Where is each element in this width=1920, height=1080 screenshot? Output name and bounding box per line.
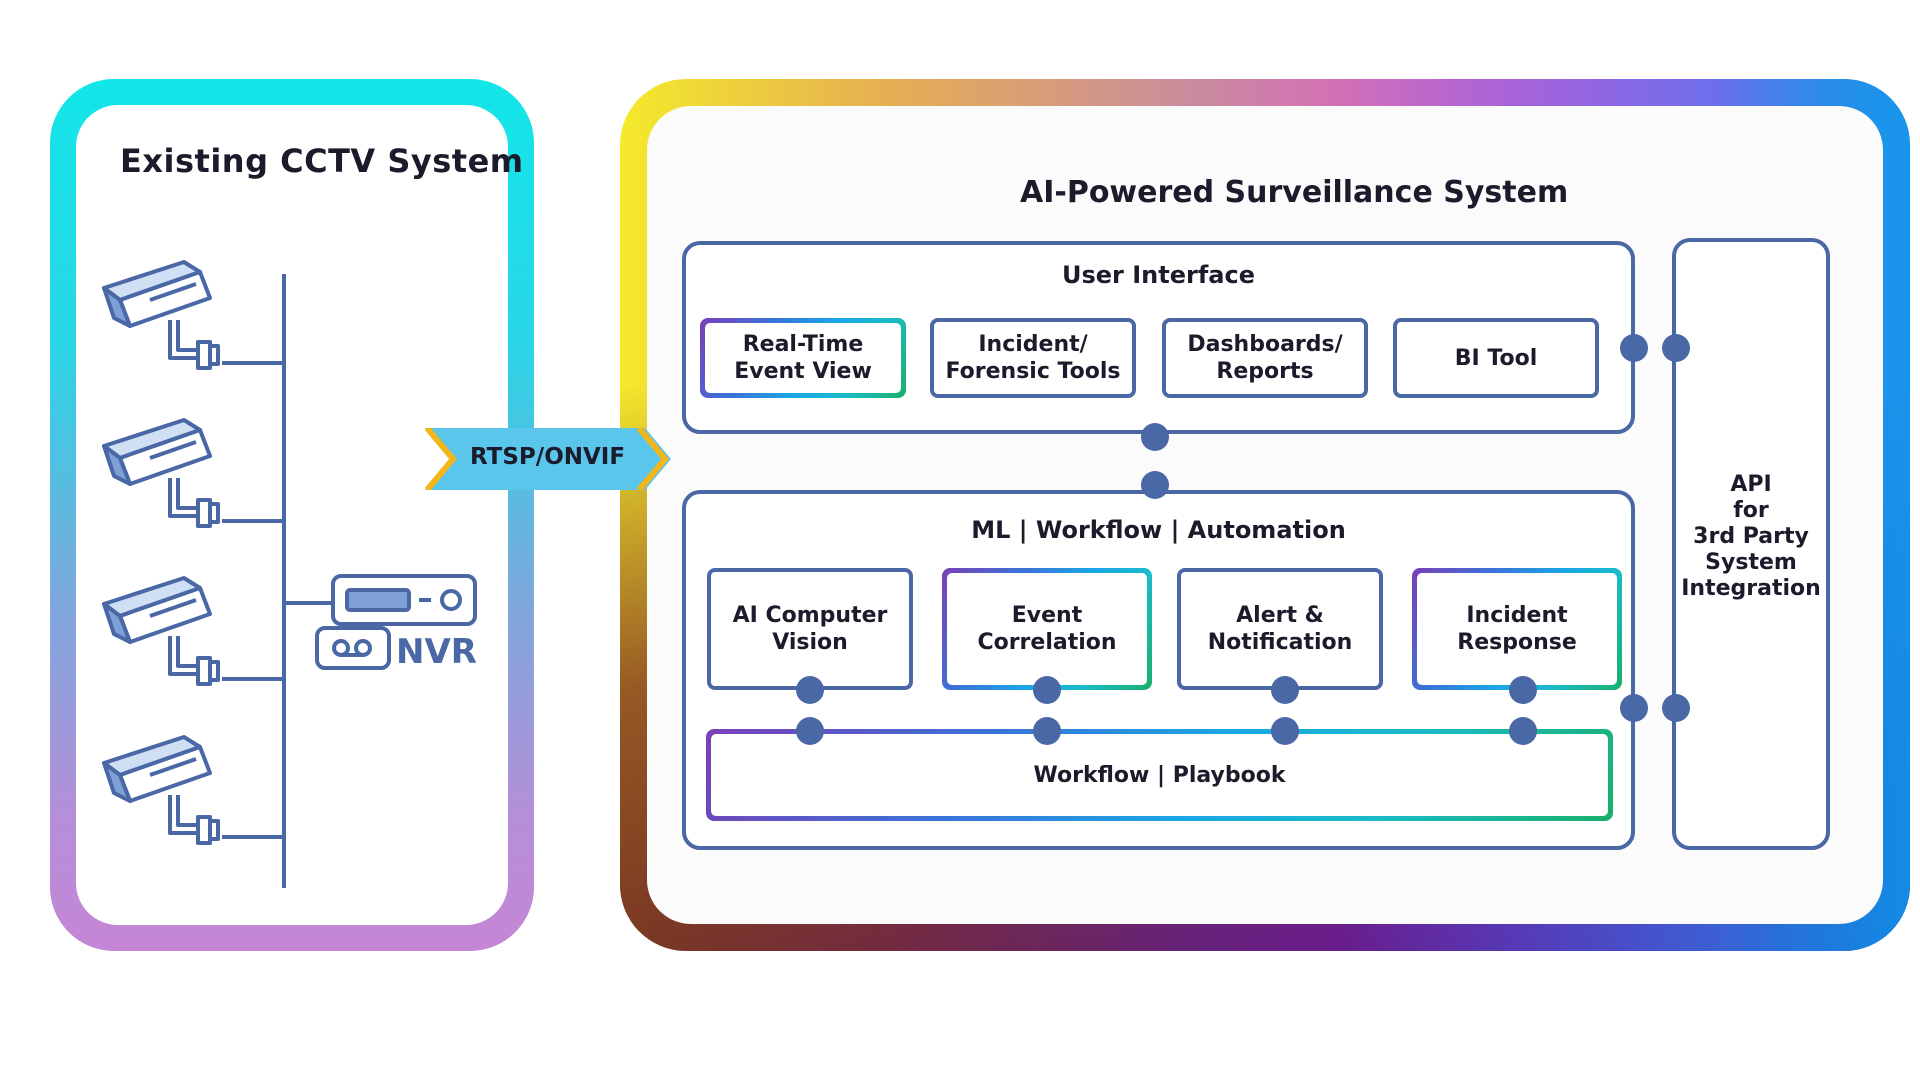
connector-dot-icon: [796, 676, 824, 704]
alert-notification-box: Alert & Notification: [1177, 568, 1383, 690]
workflow-playbook-box: Workflow | Playbook: [706, 729, 1613, 821]
camera-branch-line: [222, 835, 284, 839]
incident-response-box: Incident Response: [1412, 568, 1622, 690]
camera-branch-line: [222, 519, 284, 523]
connector-dot-icon: [1662, 334, 1690, 362]
camera-bus-line: [282, 274, 286, 888]
ml-workflow-automation-label: ML | Workflow | Automation: [971, 516, 1346, 544]
connector-dot-icon: [1141, 471, 1169, 499]
dashboards-reports-box: Dashboards/ Reports: [1162, 318, 1368, 398]
nvr-recorder-icon: [315, 574, 477, 670]
connector-dot-icon: [1662, 694, 1690, 722]
cctv-camera-icon: [102, 260, 220, 370]
connector-dot-icon: [1620, 334, 1648, 362]
camera-branch-line: [222, 361, 284, 365]
user-interface-label: User Interface: [1062, 261, 1255, 289]
real-time-event-view-box: Real-Time Event View: [700, 318, 906, 398]
connector-dot-icon: [1271, 717, 1299, 745]
nvr-branch-line: [284, 601, 332, 605]
bi-tool-box: BI Tool: [1393, 318, 1599, 398]
rtsp-onvif-label: RTSP/ONVIF: [470, 444, 626, 470]
ai-system-title: AI-Powered Surveillance System: [1020, 175, 1569, 210]
incident-forensic-tools-box: Incident/ Forensic Tools: [930, 318, 1136, 398]
connector-dot-icon: [1271, 676, 1299, 704]
camera-branch-line: [222, 677, 284, 681]
api-integration-label: API for 3rd Party System Integration: [1681, 472, 1821, 601]
api-integration-panel: API for 3rd Party System Integration: [1672, 238, 1830, 850]
rtsp-onvif-arrow: [425, 428, 671, 490]
cctv-camera-icon: [102, 418, 220, 528]
cctv-camera-icon: [102, 576, 220, 686]
nvr-label: NVR: [396, 632, 477, 672]
cctv-system-frame: [50, 79, 534, 951]
connector-dot-icon: [1033, 676, 1061, 704]
cctv-camera-icon: [102, 735, 220, 845]
connector-dot-icon: [796, 717, 824, 745]
connector-dot-icon: [1141, 423, 1169, 451]
connector-dot-icon: [1033, 717, 1061, 745]
connector-dot-icon: [1509, 717, 1537, 745]
cctv-system-title: Existing CCTV System: [120, 142, 524, 180]
ai-computer-vision-box: AI Computer Vision: [707, 568, 913, 690]
connector-dot-icon: [1509, 676, 1537, 704]
connector-dot-icon: [1620, 694, 1648, 722]
event-correlation-box: Event Correlation: [942, 568, 1152, 690]
